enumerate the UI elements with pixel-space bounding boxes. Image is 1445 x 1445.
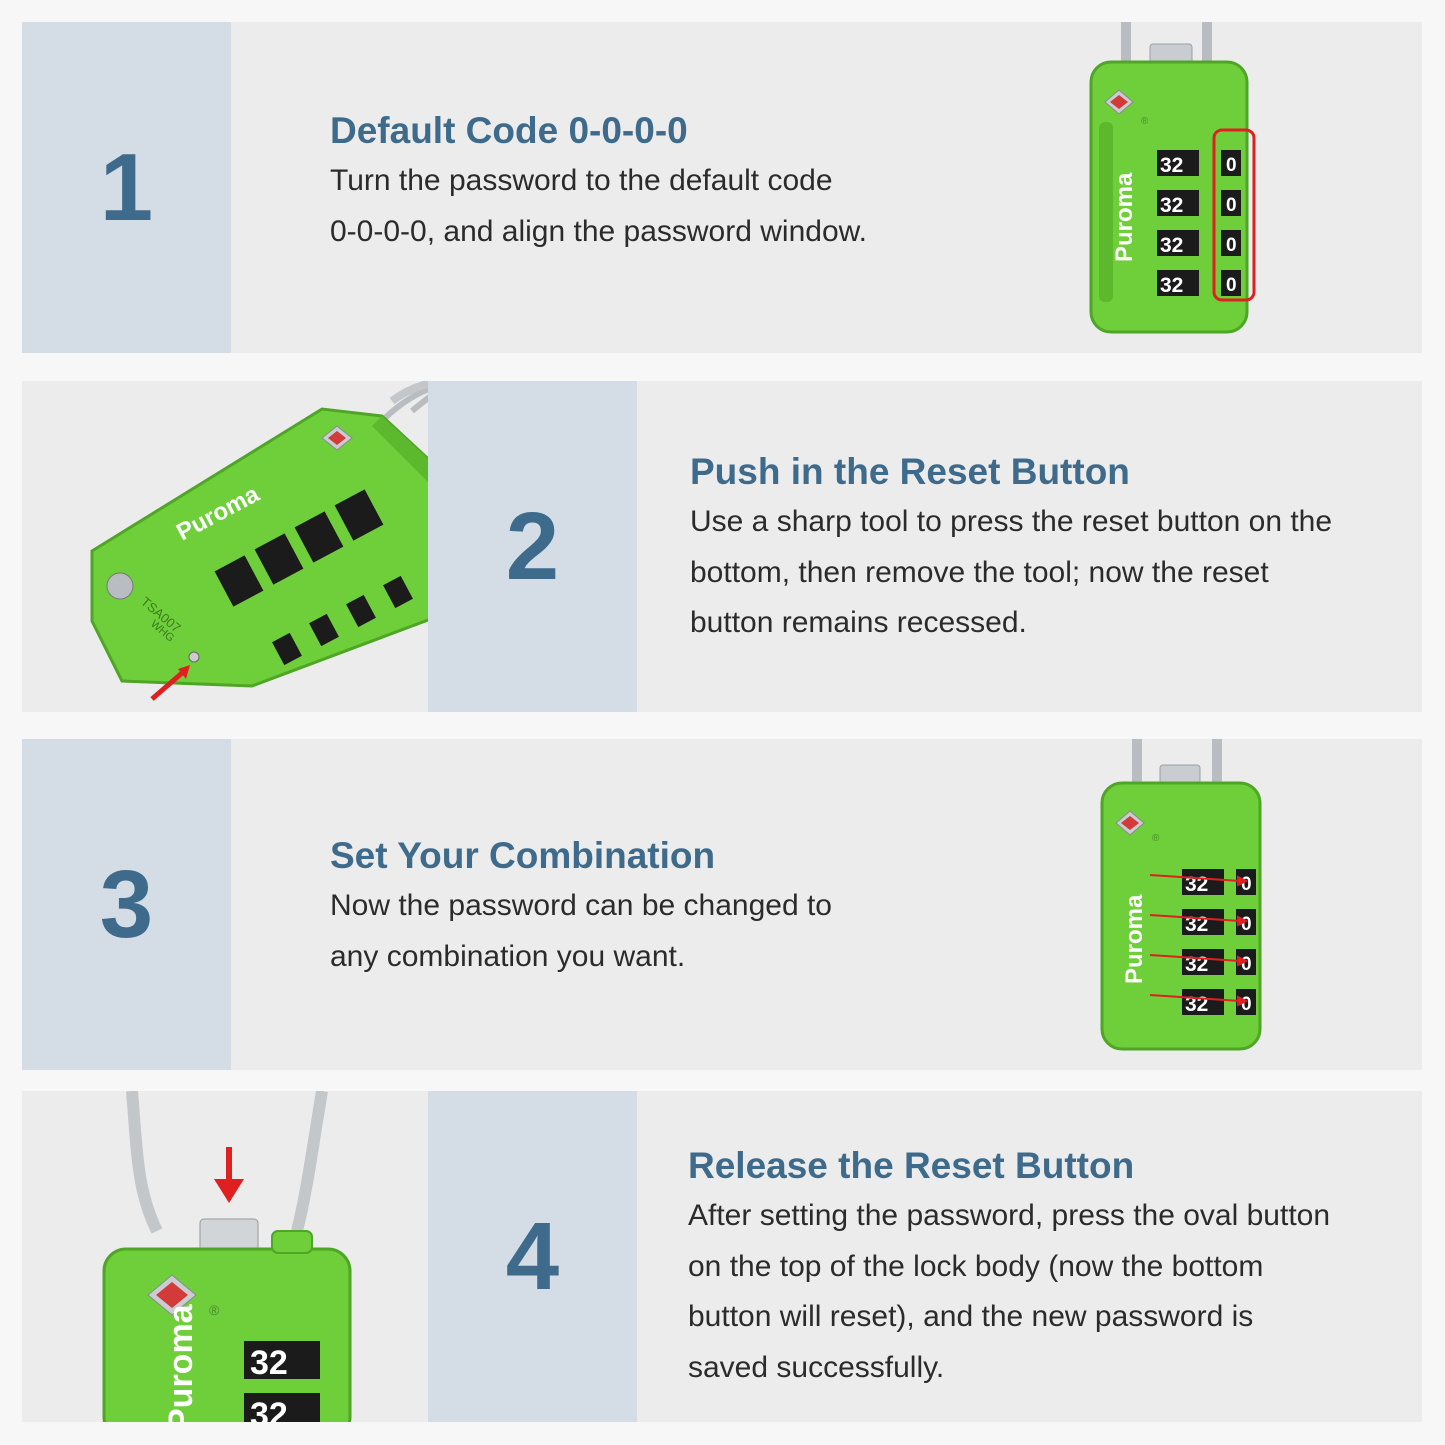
dial-column: 32 32 [244,1341,320,1422]
step-description-line: button remains recessed. [690,606,1027,639]
step-number-column: 4 [428,1091,637,1422]
lock-top-illustration: ® Puroma 32 32 [102,1091,352,1422]
step-title: Default Code 0-0-0-0 [330,110,688,151]
svg-text:32: 32 [1160,194,1183,217]
svg-text:32: 32 [1185,873,1208,896]
step-3-panel: 3 Set Your Combination Now the password … [22,739,1422,1070]
step-description: Turn the password to the default code 0-… [330,156,867,257]
tsa-logo-icon [321,425,353,451]
step-number: 1 [99,133,154,241]
svg-text:0: 0 [1241,954,1252,975]
step-number: 3 [99,850,154,958]
step-description: After setting the password, press the ov… [688,1191,1330,1393]
svg-text:32: 32 [250,1344,288,1382]
step-2-panel: Puroma TSA007 WHG 2 Push in the Reset Bu… [22,381,1422,712]
dial-column: 32 32 32 32 [1182,869,1224,1016]
step-title: Release the Reset Button [688,1145,1135,1186]
step-4-panel: ® Puroma 32 32 4 Release the Reset Butto… [22,1091,1422,1422]
step-title: Set Your Combination [330,835,716,876]
dial-lower-row [272,575,413,666]
step-description-line: 0-0-0-0, and align the password window. [330,214,867,248]
lock-angled-illustration: Puroma TSA007 WHG [90,381,472,701]
step-title: Push in the Reset Button [690,451,1130,492]
tsa-logo-icon [1115,810,1145,836]
step-number-column: 1 [22,22,231,353]
dial-column: 32 32 32 32 [1157,150,1199,297]
brand-logo: Puroma [1121,894,1148,984]
step-text: Set Your Combination Now the password ca… [330,835,832,982]
svg-text:0: 0 [1226,235,1237,256]
svg-text:32: 32 [1185,913,1208,936]
svg-text:0: 0 [1241,914,1252,935]
lock-front-illustration: ® Puroma 32 32 32 32 0 0 0 0 [1100,739,1262,1051]
step-description-line: button will reset), and the new password… [688,1300,1254,1333]
step-number-column: 3 [22,739,231,1070]
svg-text:32: 32 [1160,234,1183,257]
step-description: Now the password can be changed to any c… [330,881,832,982]
step-description: Use a sharp tool to press the reset butt… [690,497,1332,649]
svg-text:0: 0 [1226,155,1237,176]
step-description-line: any combination you want. [330,939,686,973]
svg-text:32: 32 [1160,274,1183,297]
step-number: 2 [505,492,560,600]
brand-logo: Puroma [162,1303,200,1422]
step-1-panel: 1 Default Code 0-0-0-0 Turn the password… [22,22,1422,353]
step-description-line: saved successfully. [688,1350,945,1384]
svg-text:0: 0 [1226,195,1237,216]
reset-button [188,651,200,663]
tsa-logo-icon [1104,89,1134,115]
keyhole-icon [106,572,134,600]
lock-front-illustration: ® Puroma 32 32 32 32 0 0 0 0 [1089,22,1256,334]
svg-text:®: ® [1141,116,1149,127]
svg-text:®: ® [209,1302,220,1318]
arrow-icon [150,665,190,701]
tsa-logo-icon [147,1274,197,1316]
svg-text:0: 0 [1241,994,1252,1015]
step-description-line: Use a sharp tool to press the reset butt… [690,505,1333,538]
brand-logo: Puroma [1111,172,1138,262]
step-number-column: 2 [428,381,637,712]
svg-text:32: 32 [1185,993,1208,1016]
step-text: Push in the Reset Button Use a sharp too… [690,451,1332,649]
step-description-line: bottom, then remove the tool; now the re… [690,555,1269,589]
step-description-line: Turn the password to the default code [330,164,833,197]
arrow-icon [214,1147,244,1203]
svg-text:32: 32 [250,1396,288,1422]
step-text: Release the Reset Button After setting t… [688,1145,1330,1393]
step-text: Default Code 0-0-0-0 Turn the password t… [330,110,867,257]
arrow-icon [1149,874,1249,1007]
code-window-column: 0 0 0 0 [1221,150,1241,296]
svg-text:32: 32 [1160,154,1183,177]
step-description-line: After setting the password, press the ov… [688,1199,1331,1232]
step-description-line: Now the password can be changed to [330,889,832,922]
svg-text:0: 0 [1241,874,1252,895]
svg-text:0: 0 [1226,275,1237,296]
dial-row [214,489,384,607]
code-highlight-frame [1212,128,1256,302]
svg-text:32: 32 [1185,953,1208,976]
step-description-line: on the top of the lock body (now the bot… [688,1249,1264,1283]
svg-text:®: ® [1152,833,1160,844]
step-number: 4 [505,1202,560,1310]
